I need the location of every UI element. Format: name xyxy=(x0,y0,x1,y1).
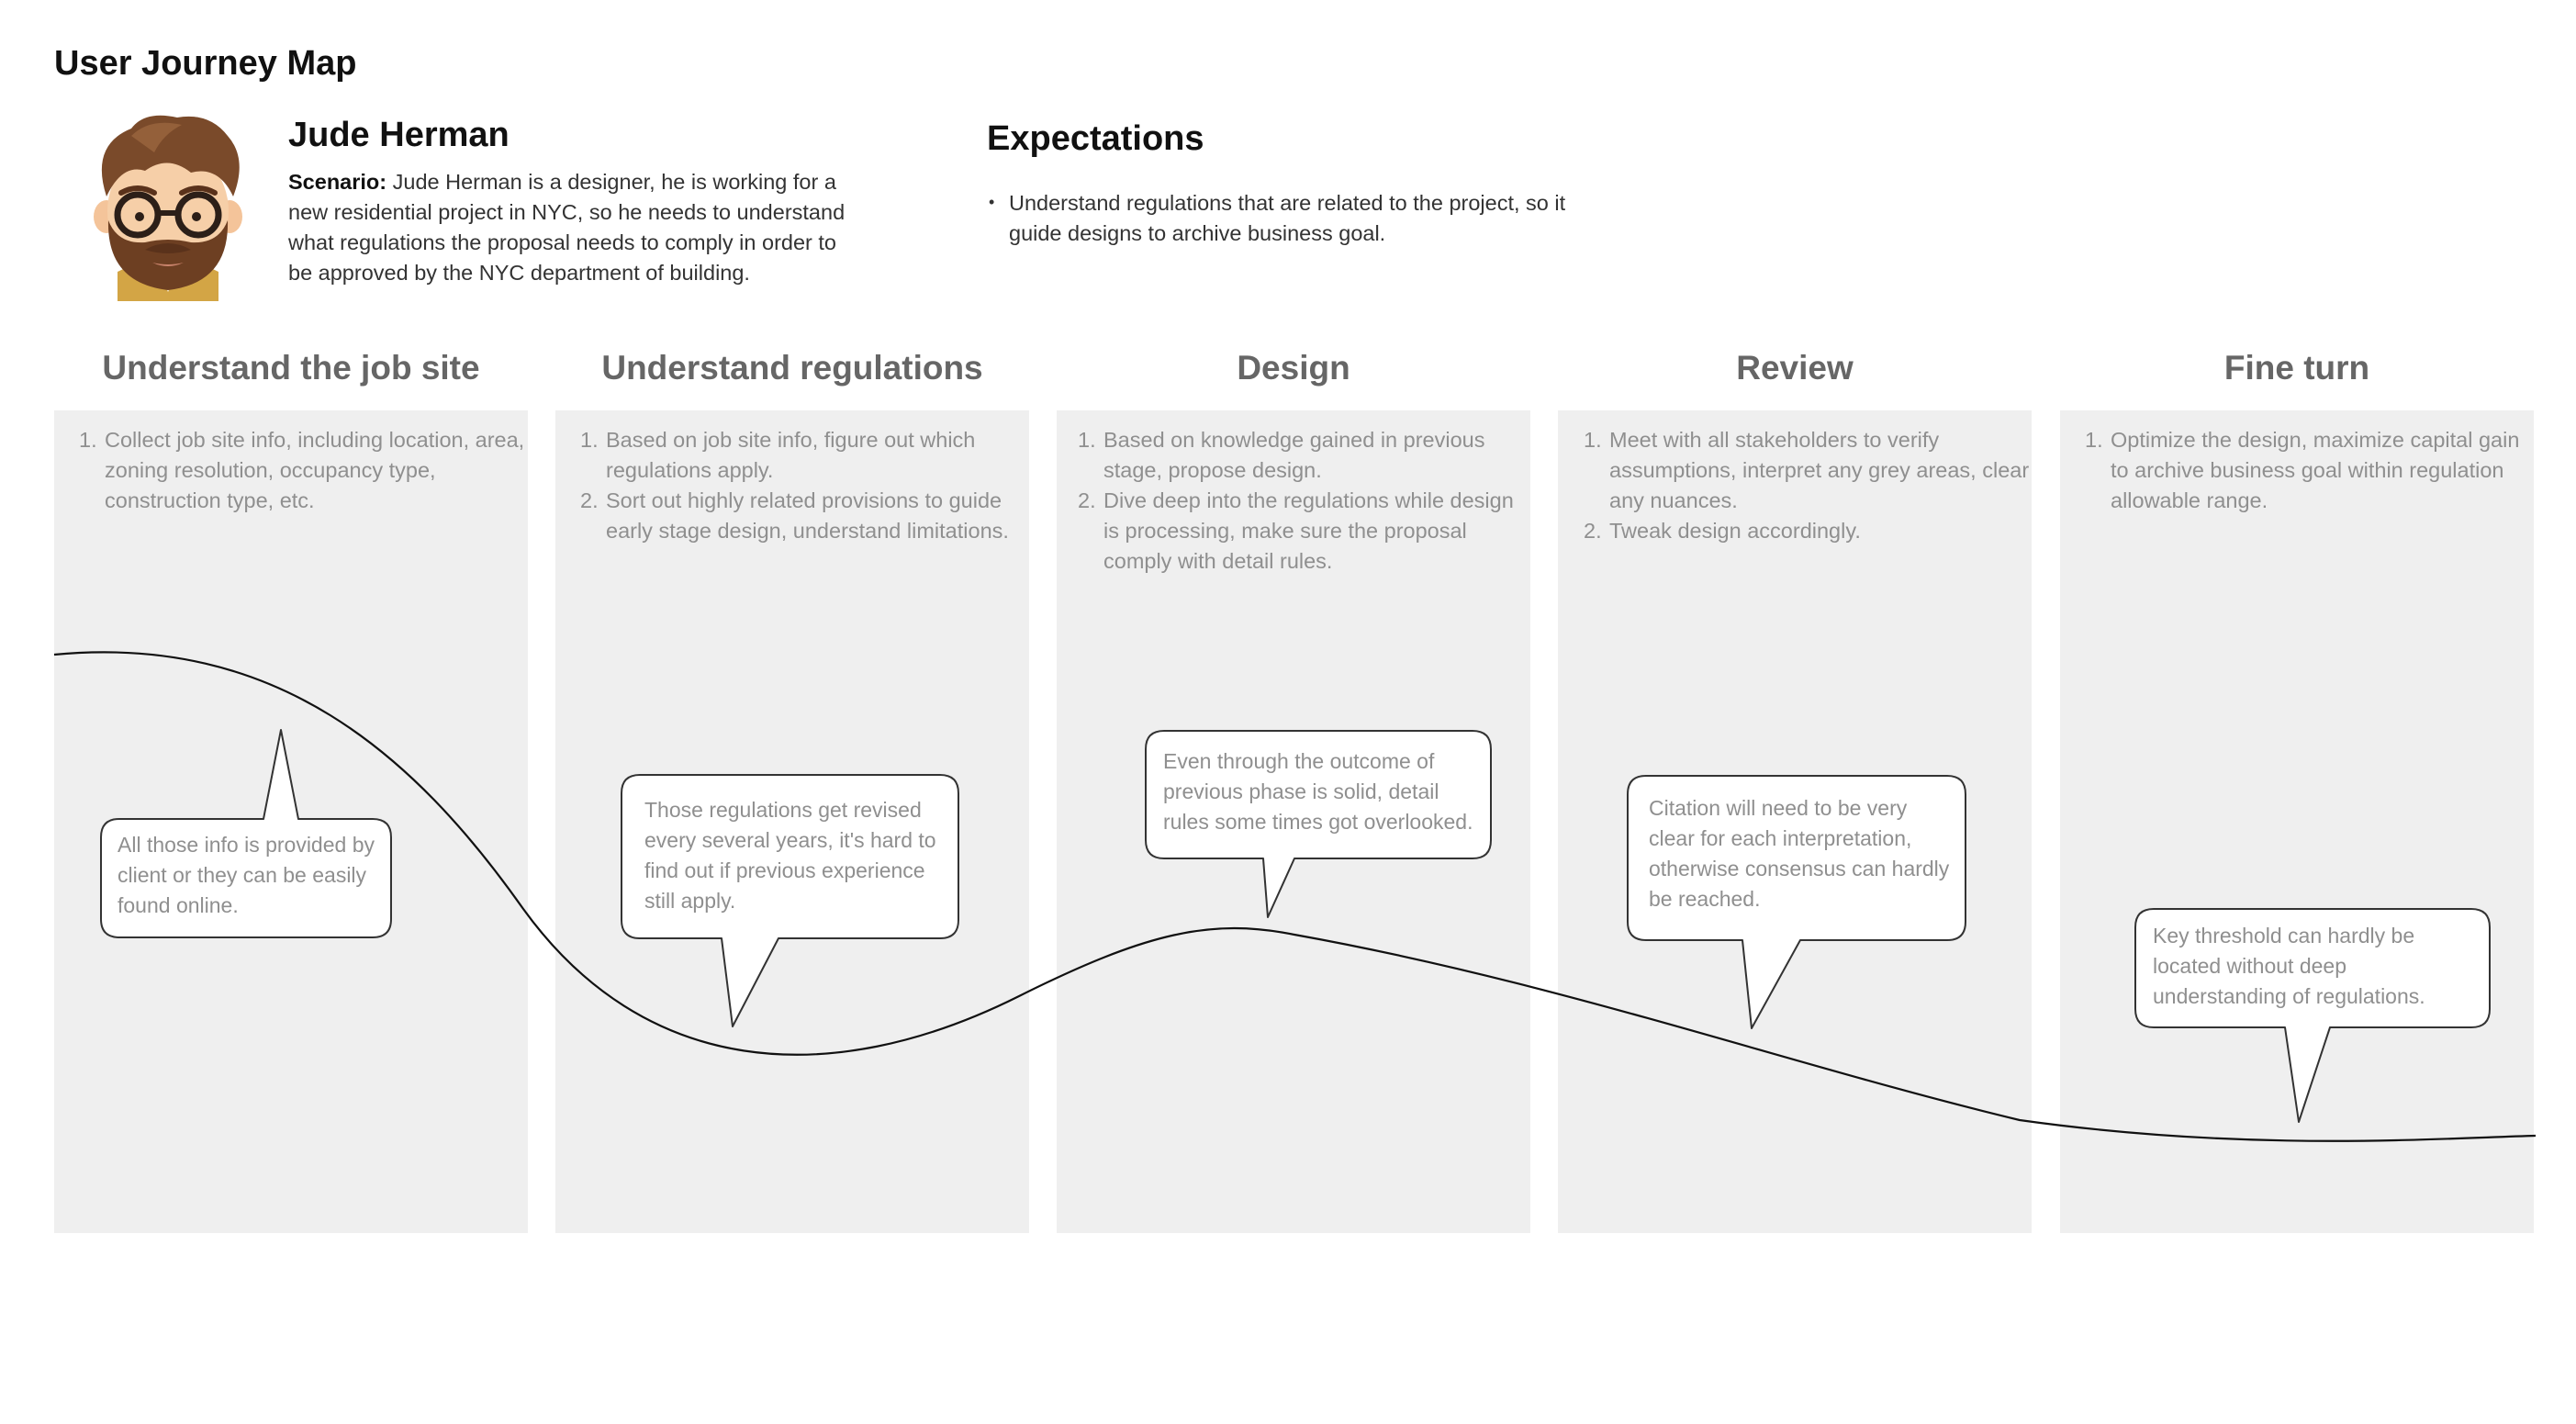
stage-step: 2.Sort out highly related provisions to … xyxy=(580,486,1030,546)
persona-scenario: Scenario: Jude Herman is a designer, he … xyxy=(288,167,848,288)
stage-step: 2.Tweak design accordingly. xyxy=(1584,516,2033,546)
stage-steps-design: 1.Based on knowledge gained in previous … xyxy=(1078,425,1528,577)
stage-title-fine-turn: Fine turn xyxy=(2060,349,2534,387)
stage-title-review: Review xyxy=(1558,349,2032,387)
stage-step: 1.Optimize the design, maximize capital … xyxy=(2085,425,2535,516)
stage-steps-understand-job-site: 1.Collect job site info, including locat… xyxy=(79,425,529,516)
stage-title-understand-job-site: Understand the job site xyxy=(54,349,528,387)
stage-step: 1.Meet with all stakeholders to verify a… xyxy=(1584,425,2033,516)
stage-comment-fine-turn: Key threshold can hardly be located with… xyxy=(2153,921,2474,1012)
stage-step-text: Tweak design accordingly. xyxy=(1609,519,1861,543)
stage-step: 1.Collect job site info, including locat… xyxy=(79,425,529,516)
stage-comment-understand-job-site: All those info is provided by client or … xyxy=(118,830,384,921)
stage-steps-review: 1.Meet with all stakeholders to verify a… xyxy=(1584,425,2033,546)
stage-comment-understand-regulations: Those regulations get revised every seve… xyxy=(644,795,947,916)
stage-step: 1.Based on job site info, figure out whi… xyxy=(580,425,1030,486)
stage-steps-fine-turn: 1.Optimize the design, maximize capital … xyxy=(2085,425,2535,516)
expectation-item: Understand regulations that are related … xyxy=(989,188,1576,249)
scenario-label: Scenario: xyxy=(288,170,386,194)
stage-title-understand-regulations: Understand regulations xyxy=(555,349,1029,387)
stage-step-text: Optimize the design, maximize capital ga… xyxy=(2111,428,2519,512)
expectations-list: Understand regulations that are related … xyxy=(989,188,1576,249)
persona-name: Jude Herman xyxy=(288,116,510,155)
stage-title-design: Design xyxy=(1057,349,1530,387)
stage-column-understand-job-site xyxy=(54,410,528,1233)
page-title: User Journey Map xyxy=(54,44,356,84)
stage-step-text: Based on job site info, figure out which… xyxy=(606,428,975,482)
stage-column-fine-turn xyxy=(2060,410,2534,1233)
stage-step-text: Based on knowledge gained in previous st… xyxy=(1103,428,1484,482)
stage-step-text: Sort out highly related provisions to gu… xyxy=(606,488,1009,543)
stage-step-text: Dive deep into the regulations while des… xyxy=(1103,488,1514,573)
expectations-title: Expectations xyxy=(987,119,1204,159)
stage-step: 1.Based on knowledge gained in previous … xyxy=(1078,425,1528,486)
stage-step-text: Collect job site info, including locatio… xyxy=(105,428,524,512)
stage-step: 2.Dive deep into the regulations while d… xyxy=(1078,486,1528,577)
stage-step-text: Meet with all stakeholders to verify ass… xyxy=(1609,428,2029,512)
persona-avatar-icon xyxy=(81,108,255,301)
stage-comment-design: Even through the outcome of previous pha… xyxy=(1163,746,1489,837)
stage-steps-understand-regulations: 1.Based on job site info, figure out whi… xyxy=(580,425,1030,546)
stage-comment-review: Citation will need to be very clear for … xyxy=(1649,793,1956,914)
